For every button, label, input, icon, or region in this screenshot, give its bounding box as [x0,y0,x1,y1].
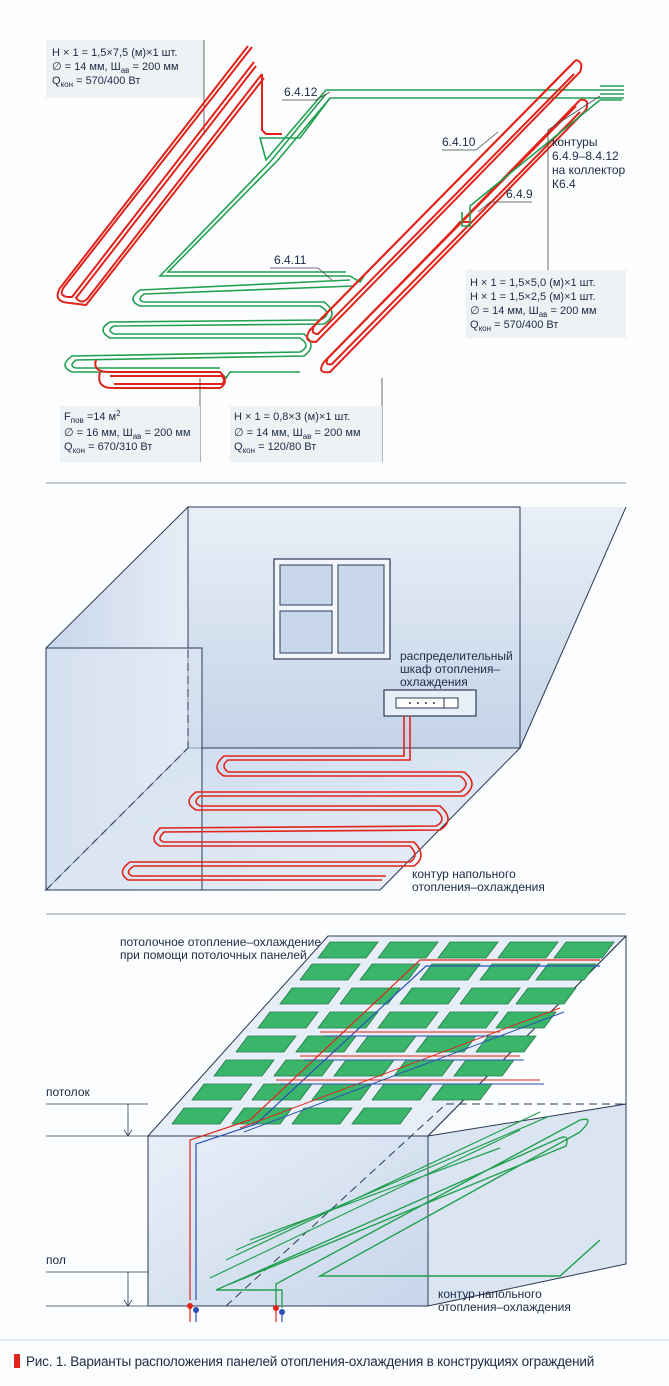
box-tl-line1: H × 1 = 1,5×7,5 (м)×1 шт. [52,47,177,59]
info-box-bottom-left [60,406,200,462]
box-tl-line2: ∅ = 14 мм, Шав = 200 мм [52,61,179,75]
green-serpentine-6-4-11 [64,279,351,380]
panel-3-ceiling: потолочное отопление–охлаждение при помо… [46,935,628,1322]
floor-loop3-line1: контур напольного [438,1287,542,1301]
floor-loop-line2: отопления–охлаждения [412,880,545,894]
contours-line1: контуры [552,135,597,149]
caption-text: Рис. 1. Варианты расположения панелей от… [26,1354,595,1369]
ceiling-title-line2: при помощи потолочных панелей [120,948,307,962]
panel-2-room: распределительный шкаф отопления– охлажд… [44,505,627,894]
ceiling-panels [171,941,615,1125]
panel-1-plan: H × 1 = 1,5×7,5 (м)×1 шт. ∅ = 14 мм, Шав… [46,40,626,462]
floor-label: пол [46,1253,66,1267]
cabinet-line3: охлаждения [400,675,468,689]
box-r-line4: Qкон = 570/400 Вт [470,319,558,333]
contours-line3: на коллектор [552,163,626,177]
cabinet-line1: распределительный [400,649,513,663]
info-box-top-left [46,40,204,98]
contours-line4: К6.4 [552,177,576,191]
box-bl-line3: Qкон = 670/310 Вт [64,441,152,455]
box-r-line2: H × 1 = 1,5×2,5 (м)×1 шт. [470,291,595,303]
red-loop-a [60,46,263,303]
tag-6-4-12: 6.4.12 [284,85,318,99]
box-bc-line1: H × 1 = 0,8×3 (м)×1 шт. [234,411,350,423]
caption-marker-icon [14,1354,20,1368]
red-loop-c [320,98,589,374]
box-tl-line3: Qкон = 570/400 Вт [52,75,140,89]
box-r-line3: ∅ = 14 мм, Шав = 200 мм [470,305,597,319]
tag-6-4-10: 6.4.10 [442,135,476,149]
box-r-line1: H × 1 = 1,5×5,0 (м)×1 шт. [470,277,595,289]
info-box-right [466,270,626,338]
box-bl-line2: ∅ = 16 мм, Шав = 200 мм [64,427,191,441]
info-box-bottom-center [230,406,382,462]
floor-loop-line1: контур напольного [412,867,516,881]
tag-6-4-9: 6.4.9 [506,187,533,201]
figure-caption: Рис. 1. Варианты расположения панелей от… [14,1354,594,1369]
floor-loop-green [215,1118,601,1308]
floor-loop3-line2: отопления–охлаждения [438,1300,571,1314]
ceiling-label: потолок [46,1085,90,1099]
red-loop-b [306,59,583,344]
box-bc-line3: Qкон = 120/80 Вт [234,441,316,455]
box-bc-line2: ∅ = 14 мм, Шав = 200 мм [234,427,361,441]
contours-line2: 6.4.9–8.4.12 [552,149,619,163]
tag-6-4-11: 6.4.11 [274,253,307,267]
box-bl-line1: Fпов =14 м2 [64,409,121,425]
floor-loop-red [121,716,467,881]
cabinet-line2: шкаф отопления– [400,662,500,676]
ceiling-title-line1: потолочное отопление–охлаждение [120,935,321,949]
